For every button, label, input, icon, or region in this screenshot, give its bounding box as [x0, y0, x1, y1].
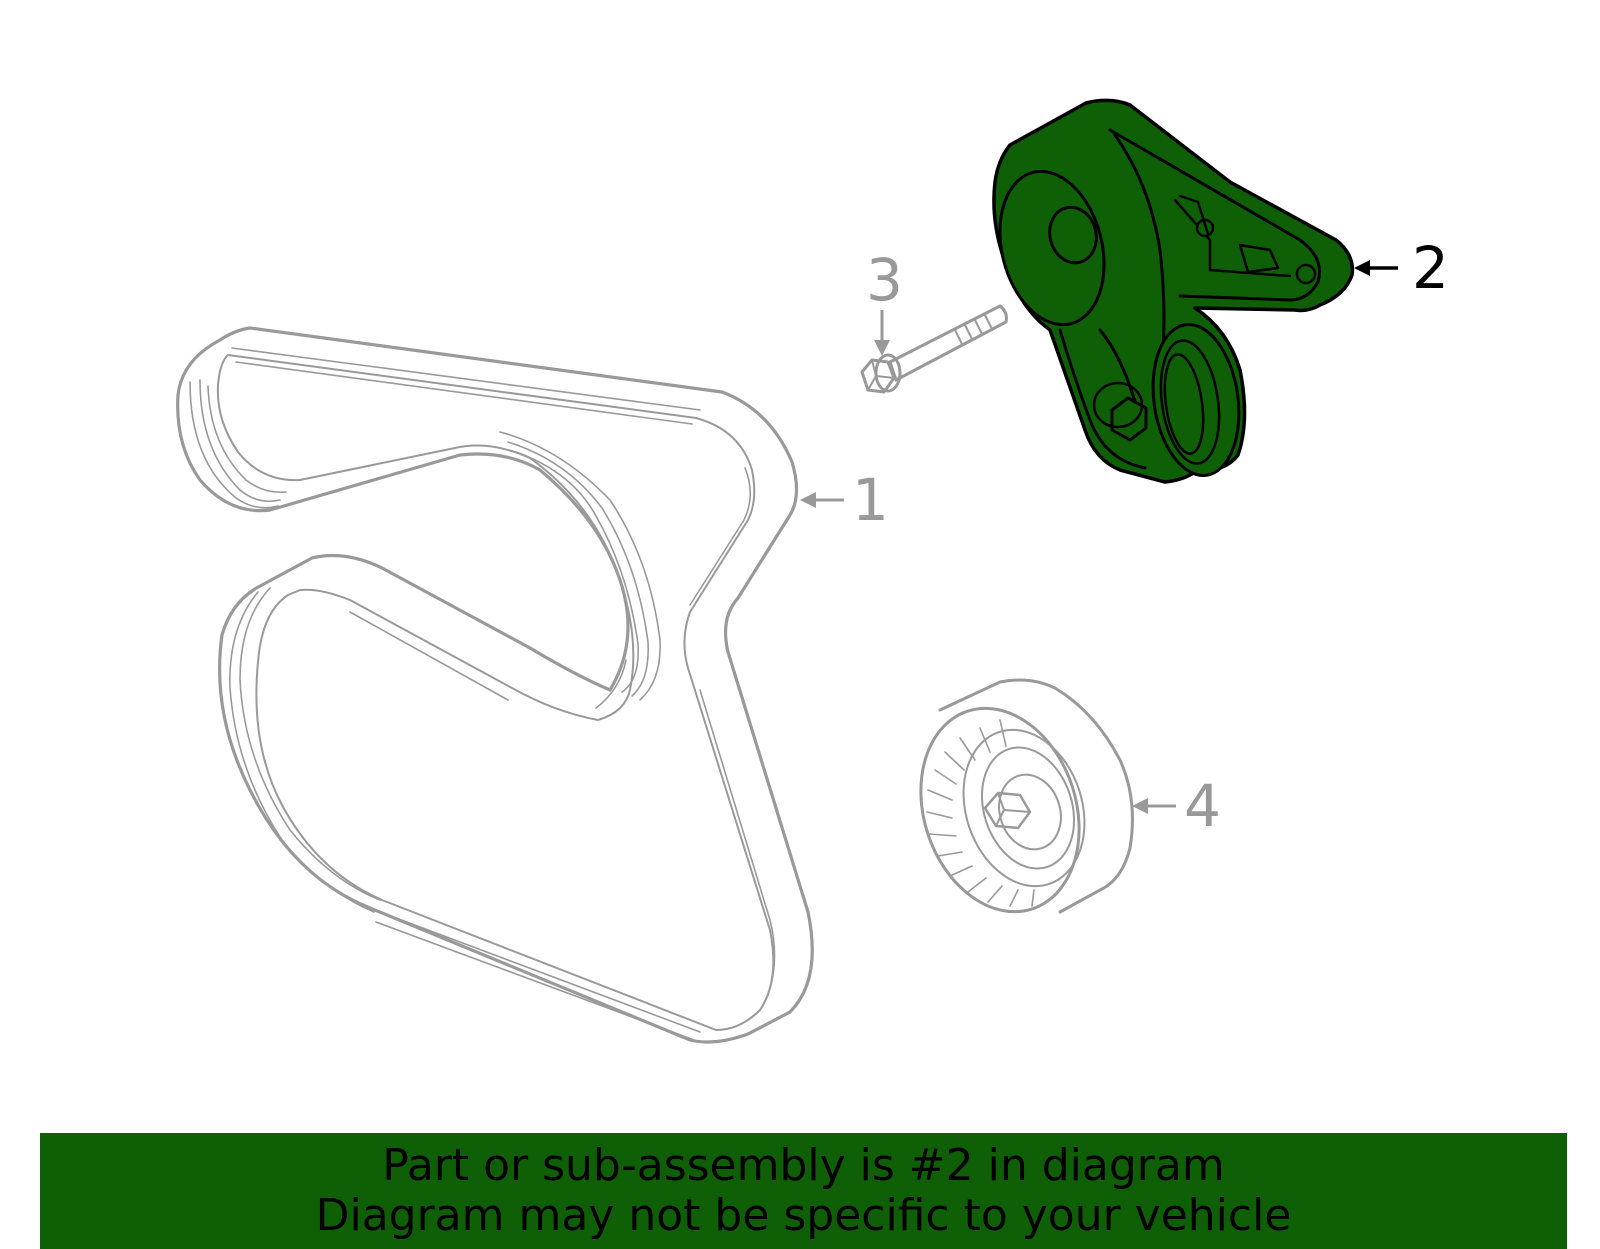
callout-3-arrowhead [874, 340, 890, 356]
callout-4[interactable]: 4 [1132, 772, 1221, 840]
info-banner: Part or sub-assembly is #2 in diagram Di… [40, 1133, 1567, 1249]
callout-2-number: 2 [1412, 234, 1449, 302]
callout-1-number: 1 [852, 466, 889, 534]
bolt-part[interactable] [860, 304, 1008, 394]
callout-2[interactable]: 2 [1354, 234, 1449, 302]
callout-1[interactable]: 1 [800, 466, 889, 534]
callout-3-number: 3 [866, 246, 903, 314]
idler-pulley-part[interactable] [896, 678, 1134, 932]
callout-4-arrowhead [1132, 798, 1148, 814]
callout-3[interactable]: 3 [866, 246, 903, 356]
belt-part[interactable] [176, 326, 814, 1044]
banner-part-note: Part or sub-assembly is #2 in diagram [382, 1140, 1225, 1191]
banner-vehicle-disclaimer: Diagram may not be specific to your vehi… [315, 1190, 1292, 1241]
callout-4-number: 4 [1184, 772, 1221, 840]
callout-2-arrowhead [1354, 260, 1370, 276]
tensioner-part[interactable] [985, 98, 1355, 484]
callout-1-arrowhead [800, 492, 816, 508]
